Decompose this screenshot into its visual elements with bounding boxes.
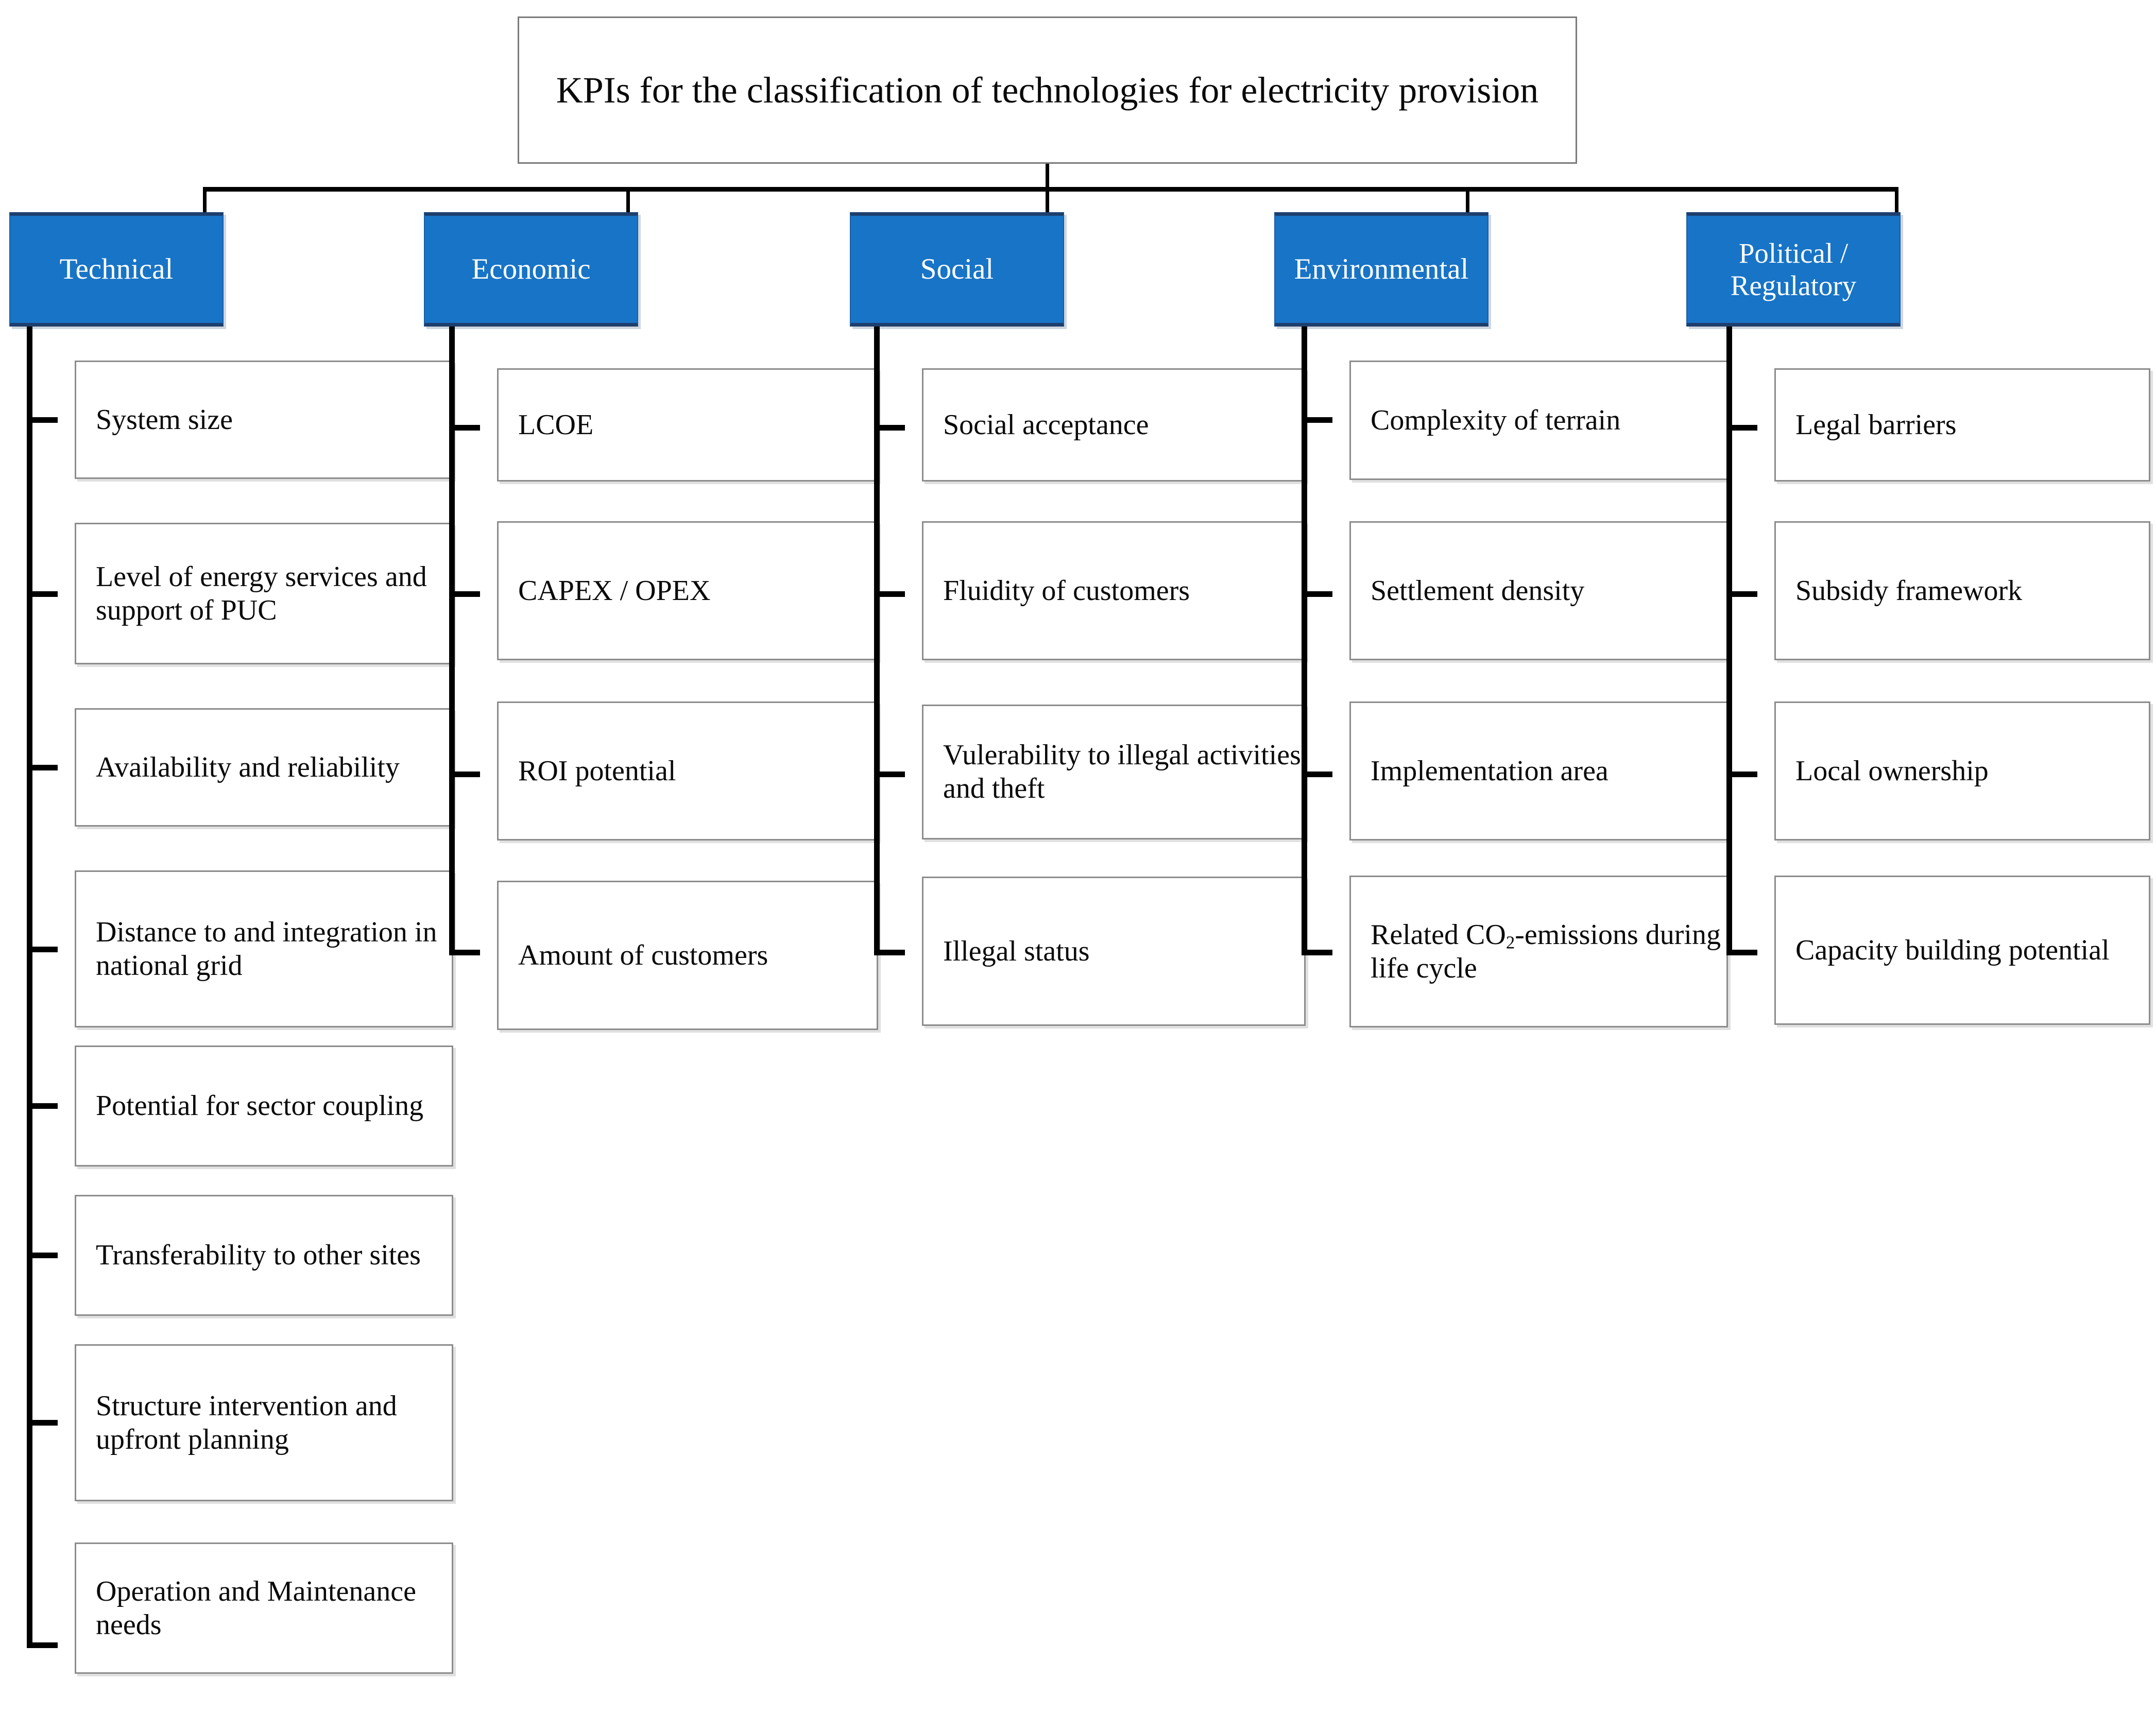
- category-header-environmental[interactable]: Environmental: [1274, 212, 1488, 327]
- kpi-label: Complexity of terrain: [1371, 404, 1621, 436]
- category-header-technical[interactable]: Technical: [9, 212, 224, 327]
- kpi-label: Implementation area: [1371, 755, 1609, 787]
- kpi-label: Vulerability to illegal activities and t…: [943, 739, 1301, 804]
- diagram-title-box: KPIs for the classification of technolog…: [518, 16, 1577, 164]
- stub-social-1: [874, 425, 905, 431]
- kpi-box-environmental-3[interactable]: Implementation area: [1349, 701, 1728, 841]
- kpi-label: Structure intervention and upfront plann…: [96, 1390, 397, 1455]
- kpi-box-technical-8[interactable]: Operation and Maintenance needs: [75, 1542, 453, 1674]
- kpi-box-social-4[interactable]: Illegal status: [922, 877, 1306, 1026]
- kpi-label: Fluidity of customers: [943, 574, 1190, 607]
- kpi-box-economic-3[interactable]: ROI potential: [497, 701, 878, 841]
- stub-social-3: [874, 772, 905, 777]
- stub-economic-2: [449, 591, 480, 597]
- stub-economic-3: [449, 772, 480, 777]
- stub-technical-1: [27, 417, 58, 423]
- kpi-label: Illegal status: [943, 935, 1090, 967]
- trunk-line-technical: [27, 327, 32, 1648]
- kpi-label: Capacity building potential: [1795, 934, 2110, 966]
- drop-line-environmental: [1466, 187, 1469, 214]
- kpi-box-technical-1[interactable]: System size: [75, 361, 453, 479]
- kpi-label: Potential for sector coupling: [96, 1090, 424, 1122]
- kpi-box-technical-2[interactable]: Level of energy services and support of …: [75, 523, 453, 664]
- kpi-box-social-1[interactable]: Social acceptance: [922, 368, 1306, 482]
- stub-political-2: [1726, 591, 1757, 597]
- trunk-line-economic: [449, 327, 455, 955]
- stub-economic-1: [449, 425, 480, 431]
- drop-line-technical: [203, 187, 207, 214]
- drop-line-social: [1046, 187, 1049, 214]
- kpi-box-technical-7[interactable]: Structure intervention and upfront plann…: [75, 1344, 453, 1501]
- kpi-box-political-2[interactable]: Subsidy framework: [1774, 521, 2150, 660]
- stub-technical-8: [27, 1642, 58, 1648]
- kpi-label: Availability and reliability: [96, 751, 400, 783]
- stub-technical-3: [27, 765, 58, 770]
- kpi-label: Social acceptance: [943, 408, 1149, 441]
- kpi-box-technical-6[interactable]: Transferability to other sites: [75, 1195, 453, 1316]
- kpi-label: LCOE: [518, 408, 594, 441]
- kpi-box-environmental-2[interactable]: Settlement density: [1349, 521, 1728, 660]
- stub-political-3: [1726, 772, 1757, 777]
- kpi-box-political-1[interactable]: Legal barriers: [1774, 368, 2150, 482]
- kpi-box-technical-3[interactable]: Availability and reliability: [75, 708, 453, 827]
- stub-political-1: [1726, 425, 1757, 431]
- kpi-label: Transferability to other sites: [96, 1239, 421, 1272]
- kpi-box-political-3[interactable]: Local ownership: [1774, 701, 2150, 841]
- stub-technical-2: [27, 591, 58, 597]
- drop-line-economic: [626, 187, 630, 214]
- stub-environmental-4: [1302, 950, 1332, 955]
- kpi-label: Distance to and integration in national …: [96, 916, 437, 982]
- category-header-political-regulatory[interactable]: Political / Regulatory: [1686, 212, 1901, 327]
- root-stem-line: [1046, 164, 1049, 191]
- category-bus-line: [203, 187, 1898, 192]
- kpi-box-economic-2[interactable]: CAPEX / OPEX: [497, 521, 878, 660]
- category-header-social[interactable]: Social: [850, 212, 1064, 327]
- category-header-economic[interactable]: Economic: [424, 212, 638, 327]
- trunk-line-social: [874, 327, 880, 955]
- stub-environmental-1: [1302, 417, 1332, 423]
- stub-political-4: [1726, 950, 1757, 955]
- stub-environmental-2: [1302, 591, 1332, 597]
- kpi-box-technical-5[interactable]: Potential for sector coupling: [75, 1045, 453, 1167]
- kpi-box-economic-1[interactable]: LCOE: [497, 368, 878, 482]
- kpi-label: System size: [96, 403, 233, 436]
- kpi-box-technical-4[interactable]: Distance to and integration in national …: [75, 870, 453, 1027]
- kpi-label: Local ownership: [1795, 755, 1989, 787]
- kpi-label: Operation and Maintenance needs: [96, 1575, 416, 1641]
- kpi-label: CAPEX / OPEX: [518, 574, 711, 607]
- kpi-box-social-2[interactable]: Fluidity of customers: [922, 521, 1306, 660]
- stub-social-2: [874, 591, 905, 597]
- stub-technical-5: [27, 1103, 58, 1109]
- drop-line-political: [1895, 187, 1898, 214]
- trunk-line-environmental: [1302, 327, 1307, 955]
- stub-social-4: [874, 950, 905, 955]
- stub-technical-7: [27, 1420, 58, 1426]
- kpi-label: Settlement density: [1371, 574, 1585, 607]
- kpi-label: Subsidy framework: [1795, 574, 2023, 607]
- kpi-box-environmental-1[interactable]: Complexity of terrain: [1349, 361, 1728, 480]
- kpi-box-environmental-4[interactable]: Related CO2-emissions during life cycle: [1349, 876, 1728, 1027]
- kpi-box-political-4[interactable]: Capacity building potential: [1774, 876, 2150, 1025]
- kpi-label: ROI potential: [518, 755, 676, 787]
- stub-technical-4: [27, 947, 58, 952]
- stub-economic-4: [449, 950, 480, 955]
- kpi-label: Level of energy services and support of …: [96, 560, 427, 626]
- kpi-box-economic-4[interactable]: Amount of customers: [497, 881, 878, 1030]
- kpi-label-co2: Related CO2-emissions during life cycle: [1371, 918, 1721, 984]
- trunk-line-political: [1726, 327, 1732, 955]
- stub-environmental-3: [1302, 772, 1332, 777]
- stub-technical-6: [27, 1253, 58, 1258]
- kpi-label: Amount of customers: [518, 939, 768, 971]
- kpi-label: Legal barriers: [1795, 408, 1957, 441]
- kpi-box-social-3[interactable]: Vulerability to illegal activities and t…: [922, 705, 1306, 839]
